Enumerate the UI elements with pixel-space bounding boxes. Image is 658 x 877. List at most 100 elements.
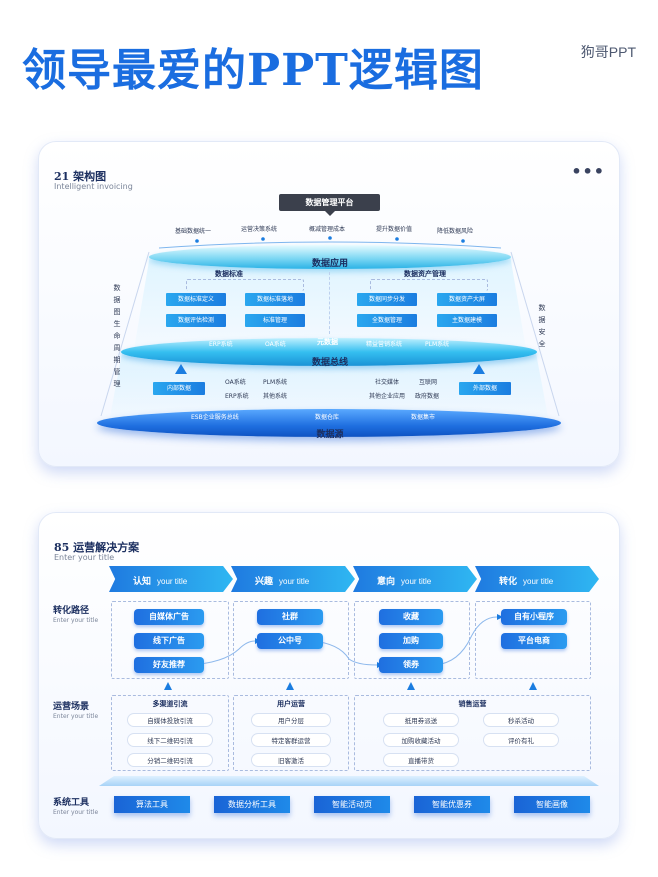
right-group-bracket bbox=[370, 279, 488, 291]
path-pill[interactable]: 线下广告 bbox=[134, 633, 204, 649]
top-item: 基础数据统一 bbox=[175, 228, 212, 235]
path-pill[interactable]: 好友推荐 bbox=[134, 657, 204, 673]
tools-shelf bbox=[99, 776, 599, 786]
top-item: 运营决策系统 bbox=[241, 226, 278, 233]
more-dots-icon[interactable]: ••• bbox=[571, 162, 605, 181]
path-pill[interactable]: 加购 bbox=[379, 633, 443, 649]
external-item: 互联网 bbox=[419, 379, 438, 386]
meta-item: PLM系统 bbox=[425, 341, 450, 348]
card-title: 85 运营解决方案 bbox=[54, 541, 140, 554]
source-layer-disc bbox=[97, 409, 561, 437]
scene-tag[interactable]: 自媒体投放引流 bbox=[127, 713, 213, 727]
path-box-2 bbox=[233, 601, 349, 679]
row-title-path: 转化路径 bbox=[53, 606, 90, 616]
app-layer-disc bbox=[149, 245, 511, 269]
source-item: 数据仓库 bbox=[315, 414, 340, 421]
internal-item: 其他系统 bbox=[263, 393, 288, 400]
top-item: 概减管理成本 bbox=[309, 226, 346, 233]
scene-tag[interactable]: 评价有礼 bbox=[483, 733, 559, 747]
scene-tag[interactable]: 抵用券派送 bbox=[383, 713, 459, 727]
lifecycle-vertical-label: 数据图生命周期管理 bbox=[113, 284, 121, 388]
left-group-title: 数据标准 bbox=[215, 270, 243, 278]
meta-item: ERP系统 bbox=[209, 341, 233, 348]
path-pill[interactable]: 自媒体广告 bbox=[134, 609, 204, 625]
scene-group-title: 多渠道引流 bbox=[152, 700, 188, 708]
source-layer-label: 数据源 bbox=[316, 430, 344, 440]
chip-data-standard-define[interactable]: 数据标准定义 bbox=[166, 293, 226, 306]
source-item: 数据集市 bbox=[411, 414, 436, 421]
brand-label: 狗哥PPT bbox=[580, 44, 636, 60]
chip-full-data[interactable]: 全数据管理 bbox=[357, 314, 417, 327]
app-layer-label: 数据应用 bbox=[311, 259, 348, 269]
bus-layer-disc bbox=[121, 338, 537, 366]
tool-smart-page[interactable]: 智能活动页 bbox=[314, 796, 390, 813]
meta-item: 精益营销系统 bbox=[366, 341, 403, 348]
tool-data-analysis[interactable]: 数据分析工具 bbox=[214, 796, 290, 813]
scene-tag[interactable]: 用户分层 bbox=[251, 713, 331, 727]
external-item: 政府数据 bbox=[415, 393, 440, 400]
chip-standard-manage[interactable]: 标准管理 bbox=[245, 314, 305, 327]
path-pill[interactable]: 公中号 bbox=[257, 633, 323, 649]
scene-tag[interactable]: 加购收藏活动 bbox=[383, 733, 459, 747]
left-group-bracket bbox=[186, 279, 304, 291]
meta-item: OA系统 bbox=[265, 341, 286, 348]
tool-algorithm[interactable]: 算法工具 bbox=[114, 796, 190, 813]
up-arrow-icon bbox=[164, 682, 172, 690]
path-pill[interactable]: 平台电商 bbox=[501, 633, 567, 649]
meta-center-label: 元数据 bbox=[317, 338, 338, 346]
path-box-4 bbox=[475, 601, 591, 679]
chip-data-standard-land[interactable]: 数据标准落地 bbox=[245, 293, 305, 306]
right-group-title: 数据资产管理 bbox=[404, 270, 446, 278]
chip-master-data[interactable]: 主数据建模 bbox=[437, 314, 497, 327]
side-lines bbox=[100, 251, 560, 417]
center-divider bbox=[329, 272, 330, 334]
row-sub-path: Enter your title bbox=[53, 617, 99, 624]
top-item: 提升数据价值 bbox=[376, 226, 413, 233]
external-item: 社交媒体 bbox=[375, 379, 400, 386]
internal-item: ERP系统 bbox=[225, 393, 249, 400]
page-title: 领导最爱的PPT逻辑图 bbox=[22, 45, 484, 96]
row-sub-scene: Enter your title bbox=[53, 713, 99, 720]
up-arrow-icon bbox=[286, 682, 294, 690]
row-title-tools: 系统工具 bbox=[53, 798, 90, 808]
scene-tag[interactable]: 旧客激活 bbox=[251, 753, 331, 767]
internal-item: PLM系统 bbox=[263, 379, 288, 386]
architecture-card: 21 架构图 Intelligent invoicing ••• 数据管理平台 … bbox=[38, 141, 620, 467]
chip-asset-screen[interactable]: 数据资产大屏 bbox=[437, 293, 497, 306]
source-item: ESB企业服务总线 bbox=[191, 414, 239, 421]
scene-tag[interactable]: 直播带货 bbox=[383, 753, 459, 767]
path-pill[interactable]: 领券 bbox=[379, 657, 443, 673]
external-data-chip[interactable]: 外部数据 bbox=[459, 382, 511, 395]
chip-data-sync[interactable]: 数据同步分发 bbox=[357, 293, 417, 306]
security-vertical-label: 数据安全 bbox=[538, 304, 546, 348]
path-pill[interactable]: 自有小程序 bbox=[501, 609, 567, 625]
external-item: 其他企业应用 bbox=[369, 393, 406, 400]
scene-group-title: 销售运营 bbox=[458, 700, 487, 708]
tool-smart-coupon[interactable]: 智能优惠券 bbox=[414, 796, 490, 813]
scene-tag[interactable]: 秒杀活动 bbox=[483, 713, 559, 727]
scene-tag[interactable]: 特定客群运营 bbox=[251, 733, 331, 747]
row-sub-tools: Enter your title bbox=[53, 809, 99, 816]
bus-layer-label: 数据总线 bbox=[311, 358, 348, 368]
path-pill[interactable]: 社群 bbox=[257, 609, 323, 625]
path-box-1 bbox=[111, 601, 229, 679]
chip-data-eval[interactable]: 数据评估检测 bbox=[166, 314, 226, 327]
up-arrow-icon bbox=[529, 682, 537, 690]
card-subtitle: Enter your title bbox=[54, 553, 115, 562]
scene-group-title: 用户运营 bbox=[277, 700, 305, 708]
internal-item: OA系统 bbox=[225, 379, 246, 386]
scene-box-2 bbox=[233, 695, 349, 771]
tool-smart-profile[interactable]: 智能画像 bbox=[514, 796, 590, 813]
path-pill[interactable]: 收藏 bbox=[379, 609, 443, 625]
top-connector-lines bbox=[158, 236, 502, 249]
internal-data-chip[interactable]: 内部数据 bbox=[153, 382, 205, 395]
platform-label: 数据管理平台 bbox=[279, 194, 380, 216]
up-arrow-icon bbox=[175, 364, 187, 374]
scene-tag[interactable]: 分销二维码引流 bbox=[127, 753, 213, 767]
row-title-scene: 运营场景 bbox=[53, 702, 90, 712]
scene-tag[interactable]: 线下二维码引流 bbox=[127, 733, 213, 747]
